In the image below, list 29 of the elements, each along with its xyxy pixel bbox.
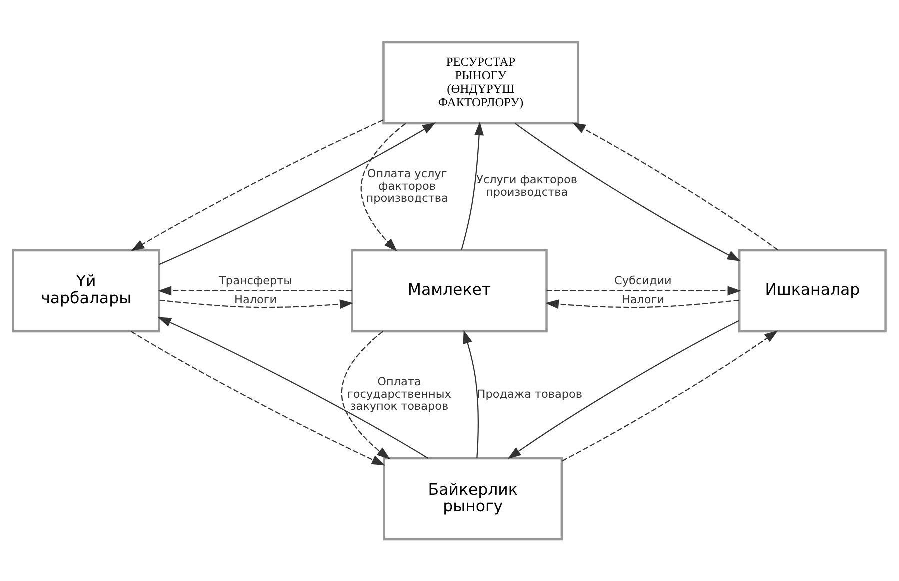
node-box: Үй чарбалары (12, 248, 161, 332)
node-box: Мамлекет (351, 248, 548, 332)
edge-label: Субсидии (614, 274, 672, 287)
arrow (463, 330, 479, 458)
arrow (572, 122, 778, 250)
edge-label: Оплата государственных закупок товаров (348, 374, 452, 413)
node-box: Ишканалар (738, 248, 887, 332)
arrow (546, 286, 742, 296)
arrow (461, 122, 484, 250)
arrow (158, 286, 352, 296)
edge-label: Налоги (234, 292, 278, 306)
arrow (341, 330, 390, 460)
node-box: РЕСУРСТАР РЫНОГУ (ӨНДҮРҮШ ФАКТОРЛОРУ) (382, 40, 580, 124)
edge-label: Оплата услуг факторов производства (366, 166, 448, 205)
edge-label: Трансферты (219, 274, 293, 287)
edge-label: Услуги факторов производства (476, 173, 578, 198)
arrow (159, 122, 436, 265)
arrow (130, 330, 386, 466)
arrow (508, 320, 740, 459)
arrow (131, 119, 384, 251)
edge-label: Налоги (622, 292, 664, 306)
arrow (562, 330, 778, 462)
arrow (360, 122, 406, 252)
arrow (160, 299, 354, 309)
arrow (158, 316, 429, 458)
arrow (545, 299, 740, 309)
node-box: Байкерлик рыногу (383, 456, 564, 540)
edge-label: Продажа товаров (477, 387, 583, 400)
arrow (514, 122, 741, 261)
